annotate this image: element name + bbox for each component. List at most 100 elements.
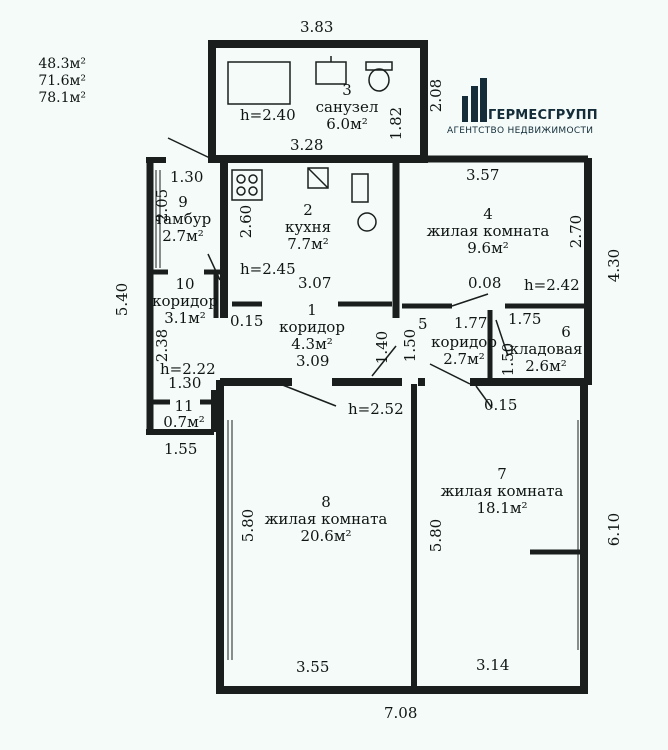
dim-corr-177: 1.77: [454, 314, 488, 332]
dim-kitchen-260: 2.60: [237, 204, 256, 239]
toilet-tank: [365, 61, 393, 71]
room-number: 10: [175, 275, 195, 293]
living-area-total: 48.3м²: [38, 56, 86, 72]
room-name: санузел: [315, 98, 379, 116]
room-7-label: 7 жилая комната 18.1м²: [432, 466, 572, 517]
stove-burner: [236, 174, 246, 184]
dim-stor-175: 1.75: [508, 310, 542, 328]
room-number: 11: [174, 397, 194, 415]
dim-corr-150: 1.50: [401, 328, 420, 363]
room-number: 4: [483, 205, 493, 223]
dim-right-430: 4.30: [605, 248, 624, 283]
dim-bottom-708: 7.08: [384, 704, 418, 722]
stove-burner: [248, 186, 258, 196]
room-area: 2.6м²: [525, 357, 567, 375]
room-1-label: 1 коридор 4.3м²: [272, 302, 352, 353]
room-2-label: 2 кухня 7.7м²: [268, 202, 348, 253]
stove-fixture: [231, 169, 263, 201]
room-name: кладовая: [509, 340, 583, 358]
room-number: 3: [342, 81, 352, 99]
room-11-label: 11 0.7м²: [158, 398, 210, 430]
room-name: коридор: [431, 333, 497, 351]
room-number: 9: [178, 193, 188, 211]
room-area: 9.6м²: [467, 239, 509, 257]
room-5-label: 5: [418, 316, 428, 333]
door-swing-kitchen: [371, 345, 397, 377]
room-4-label: 4 жилая комната 9.6м²: [418, 206, 558, 257]
dim-corr-140: 1.40: [373, 330, 392, 365]
door-swing-vestibule: [207, 253, 221, 281]
window-left-vestibule: [155, 170, 161, 268]
stove-burner: [248, 174, 258, 184]
door-swing-r4: [451, 293, 489, 307]
door-swing-bath: [167, 137, 215, 161]
room-area: 7.7м²: [287, 235, 329, 253]
dim-small-130: 1.30: [168, 374, 202, 392]
room-name: коридор: [279, 318, 345, 336]
room-9-label: 9 тамбур 2.7м²: [150, 194, 216, 245]
dim-kitchen-328: 3.28: [290, 136, 324, 154]
window-left-lower: [227, 420, 233, 660]
room-area: 0.7м²: [163, 413, 205, 431]
dim-right-610: 6.10: [605, 512, 624, 547]
company-name: ГЕРМЕСГРУПП: [488, 108, 598, 123]
dim-r7-314: 3.14: [476, 656, 510, 674]
dim-kitchen-307: 3.07: [298, 274, 332, 292]
room-name: коридор: [152, 292, 218, 310]
room-name: тамбур: [154, 210, 212, 228]
dim-008: 0.08: [468, 274, 502, 292]
room-number: 8: [321, 493, 331, 511]
room-8-label: 8 жилая комната 20.6м²: [256, 494, 396, 545]
room-area: 3.1м²: [164, 309, 206, 327]
room-area: 6.0м²: [326, 115, 368, 133]
kitchen-sink-fixture: [307, 167, 329, 189]
height-corridor10: h=2.22: [160, 360, 216, 378]
room-name: жилая комната: [264, 510, 388, 528]
room-area: 4.3м²: [291, 335, 333, 353]
dim-vest-130: 1.30: [170, 168, 204, 186]
company-tagline: АГЕНТСТВО НЕДВИЖИМОСТИ: [447, 126, 594, 136]
dim-015a: 0.15: [230, 312, 264, 330]
dim-corr-309: 3.09: [296, 352, 330, 370]
room-number: 5: [418, 315, 428, 333]
room-area: 20.6м²: [300, 527, 352, 545]
room-area: 2.7м²: [443, 350, 485, 368]
room-number: 6: [561, 323, 571, 341]
total-area: 71.6м²: [38, 73, 86, 89]
dim-bath-182: 1.82: [387, 106, 406, 141]
dim-stor-150: 1.50: [499, 342, 518, 377]
dim-r8-580: 5.80: [239, 508, 258, 543]
dim-left-540: 5.40: [113, 282, 132, 317]
dim-r7-580: 5.80: [427, 518, 446, 553]
overall-area: 78.1м²: [38, 90, 86, 106]
room-6-label: 6 кладовая 2.6м²: [506, 324, 586, 375]
bathroom-walls: [208, 40, 428, 163]
room-number: 2: [303, 201, 313, 219]
dim-vest-205: 2.05: [153, 188, 172, 223]
logo-building-bar: [480, 78, 487, 122]
room-10-label: 10 коридор 3.1м²: [150, 276, 220, 327]
room-5-name: коридор 2.7м²: [424, 334, 504, 368]
stove-burner: [236, 186, 246, 196]
room-name: кухня: [284, 218, 332, 236]
door-swing-r7: [429, 363, 471, 385]
dim-corr-238: 2.38: [153, 328, 172, 363]
dim-015b: 0.15: [484, 396, 518, 414]
area-totals: 48.3м² 71.6м² 78.1м²: [22, 56, 86, 107]
logo-building-bar: [471, 86, 478, 122]
room-3-label: 3 санузел 6.0м²: [312, 82, 382, 133]
dim-top-383: 3.83: [300, 18, 334, 36]
height-main: h=2.52: [348, 400, 404, 418]
kitchen-cabinet: [351, 173, 369, 203]
dim-bath-208: 2.08: [427, 78, 446, 113]
dim-r4-357: 3.57: [466, 166, 500, 184]
bathtub-fixture: [227, 61, 291, 105]
door-swing-small: [475, 385, 493, 409]
room-area: 2.7м²: [162, 227, 204, 245]
dim-r8-355: 3.55: [296, 658, 330, 676]
boiler-fixture: [357, 212, 377, 232]
height-bath: h=2.40: [240, 106, 296, 124]
door-swing-corridor: [279, 383, 337, 407]
door-swing-storage: [495, 319, 509, 357]
